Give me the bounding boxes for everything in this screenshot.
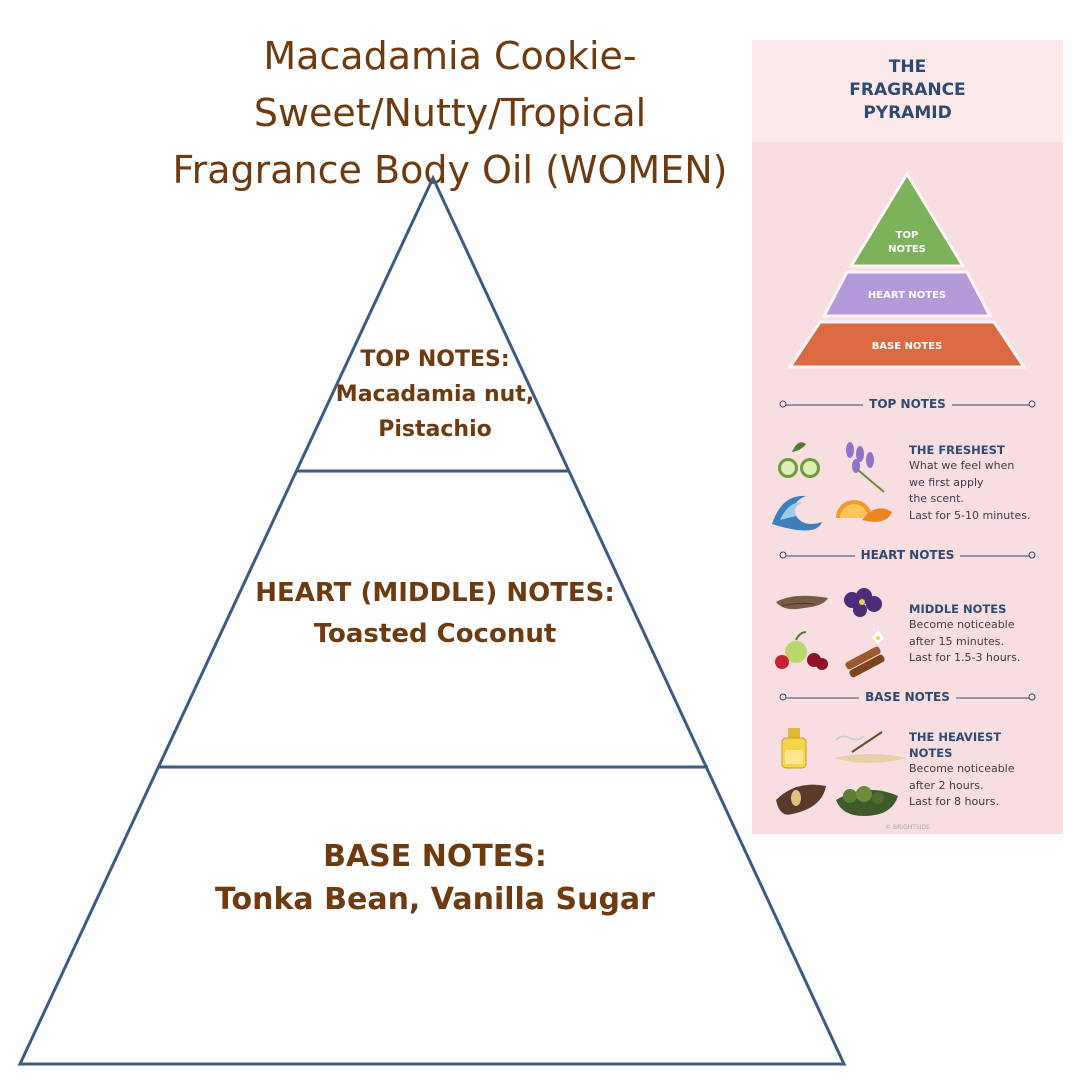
infographic-title-line-3: PYRAMID [863,103,952,123]
top-notes-desc-line: What we feel when [909,459,1015,472]
orange-icon [836,500,892,522]
heart-notes-block: HEART (MIDDLE) NOTES: Toasted Coconut [200,573,670,655]
top-notes-line-1: Macadamia nut, [335,382,535,407]
mini-pyramid-base [787,320,1027,369]
cinnamon-icon [845,630,885,678]
title-line-2: Sweet/Nutty/Tropical [253,91,647,135]
base-notes-description: THE HEAVIEST NOTES Become noticeable aft… [909,729,1059,811]
base-notes-desc-heading: THE HEAVIEST [909,730,1002,744]
heart-notes-desc-heading: MIDDLE NOTES [909,602,1007,616]
oil-bottle-icon [781,728,807,769]
section-title-top-notes: TOP NOTES [752,397,1063,411]
mini-pyramid-heart-label: HEART NOTES [868,290,946,301]
mini-pyramid-heart [821,270,993,318]
mini-pyramid-top [848,171,966,268]
heart-notes-line-1: Toasted Coconut [313,619,557,649]
top-notes-desc-heading: THE FRESHEST [909,443,1005,457]
page-title: Macadamia Cookie- Sweet/Nutty/Tropical F… [60,28,840,199]
top-notes-desc-line: Last for 5-10 minutes. [909,508,1031,522]
section-title-heart-notes: HEART NOTES [752,548,1063,562]
heart-notes-desc-line: after 15 minutes. [909,634,1005,648]
top-notes-heading: TOP NOTES: [360,347,510,372]
infographic-graphics: TOP NOTES HEART NOTES BASE NOTES [772,171,1036,816]
mini-pyramid-top-label-1: TOP [896,230,919,241]
heart-notes-description: MIDDLE NOTES Become noticeable after 15 … [909,601,1059,667]
fruit-icon [775,631,828,670]
mini-pyramid-top-label-2: NOTES [888,244,926,255]
top-notes-block: TOP NOTES: Macadamia nut, Pistachio [290,342,580,447]
mini-pyramid-base-label: BASE NOTES [872,341,943,352]
infographic-credit: © BRIGHTSIDE [885,824,930,831]
base-notes-desc-line: after 2 hours. [909,778,984,792]
base-notes-desc-heading: NOTES [909,746,953,760]
infographic-title: THE FRAGRANCE PYRAMID [752,56,1063,125]
heart-notes-desc-line: Become noticeable [909,618,1015,631]
title-line-1: Macadamia Cookie- [263,34,637,78]
fragrance-pyramid-diagram [17,174,847,1066]
top-notes-desc-line: we first apply [909,475,984,489]
top-notes-description: THE FRESHEST What we feel when we first … [909,442,1059,524]
heart-notes-heading: HEART (MIDDLE) NOTES: [255,578,615,608]
base-notes-desc-line: Become noticeable [909,762,1015,775]
lavender-icon [846,442,885,493]
base-notes-desc-line: Last for 8 hours. [909,795,999,808]
infographic-header [752,40,1063,142]
incense-icon [834,731,906,763]
fragrance-pyramid-infographic: THE FRAGRANCE PYRAMID TOP NOTES HEART NO… [752,40,1063,834]
section-title-base-notes: BASE NOTES [752,690,1063,704]
violet-icon [844,588,882,617]
infographic-title-line-1: THE [888,57,927,77]
title-line-3: Fragrance Body Oil (WOMEN) [172,148,728,192]
top-notes-line-2: Pistachio [378,417,492,442]
wood-icon [776,784,826,815]
wave-icon [772,495,822,531]
moss-icon [836,786,898,816]
cucumber-icon [778,442,820,478]
base-notes-heading: BASE NOTES: [323,839,547,874]
pyramid-outline [17,174,847,1066]
base-notes-block: BASE NOTES: Tonka Bean, Vanilla Sugar [180,835,690,921]
top-notes-desc-line: the scent. [909,492,964,505]
base-notes-line-1: Tonka Bean, Vanilla Sugar [215,882,655,917]
infographic-title-line-2: FRAGRANCE [849,80,966,100]
bark-icon [776,595,828,610]
heart-notes-desc-line: Last for 1.5-3 hours. [909,651,1021,664]
